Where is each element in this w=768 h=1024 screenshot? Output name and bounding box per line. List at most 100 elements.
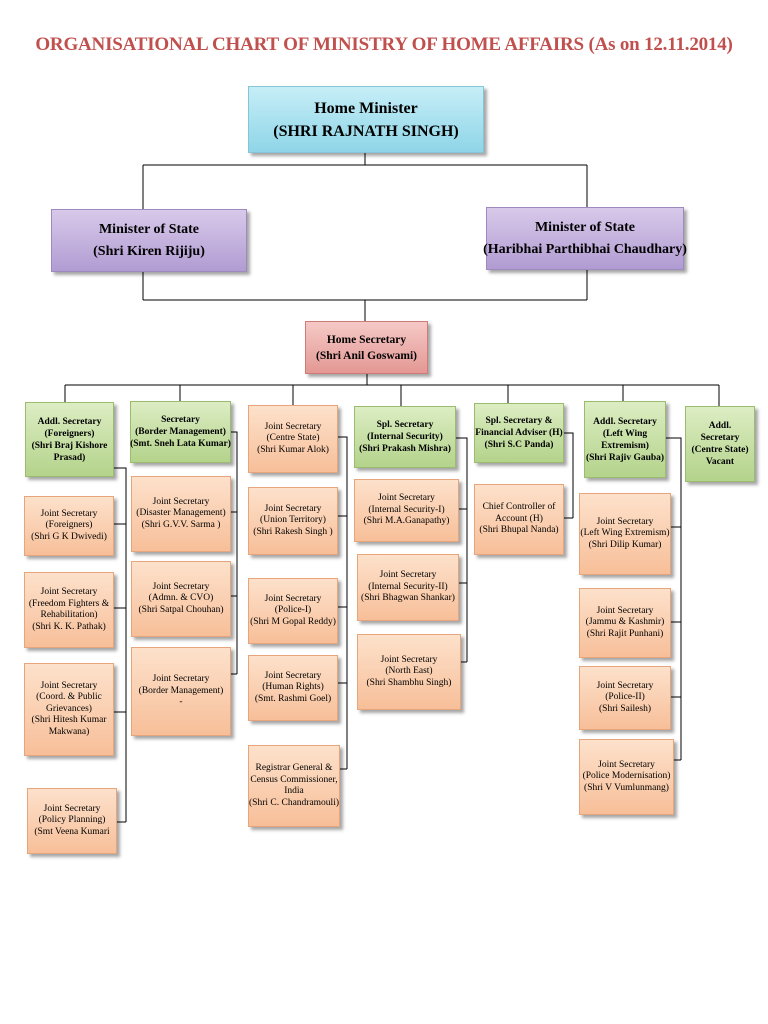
- box-text-line: (Police Modernisation): [582, 771, 671, 782]
- box-text-line: (Internal Security): [367, 432, 443, 442]
- box-text-line: (Shri V Vumlunmang): [584, 782, 669, 793]
- minister-of-state-chaudhary-box: Minister of State (Haribhai Parthibhai Ch…: [483, 207, 687, 270]
- connector-is-group: [456, 437, 468, 663]
- box-text-line: Vacant: [705, 457, 735, 467]
- box-text-line: Joint Secretary: [379, 570, 437, 581]
- connector-mos-home-secretary: [142, 270, 588, 321]
- registrar-general-box: Registrar General &Census Commissioner,I…: [248, 745, 340, 827]
- box-text-line: Financial Adviser (H): [475, 428, 563, 438]
- connector-lwe-group: [666, 437, 682, 761]
- box-text-line: Joint Secretary: [264, 593, 322, 604]
- box-text-line: Addl. Secretary: [593, 416, 657, 427]
- box-text-line: Grievances): [46, 703, 92, 714]
- box-text-line: (Shri Rajiv Gauba): [585, 452, 665, 463]
- js-police-2-box: Joint Secretary(Police-II)(Shri Sailesh): [579, 666, 671, 730]
- box-text-line: (Shri Prakash Mishra): [359, 444, 451, 454]
- box-text-line: Rehabilitation): [40, 610, 98, 620]
- box-text-line: Secretary: [161, 415, 200, 425]
- connector-home-secretary-secretaries: [64, 374, 720, 406]
- js-border-management-box: Joint Secretary(Border Management)-: [131, 647, 231, 736]
- box-text-line: Extremism): [601, 440, 649, 451]
- box-text-line: (Foreigners): [44, 428, 95, 439]
- box-text-line: (Human Rights): [262, 682, 324, 693]
- box-text-line: (Shri G K Dwivedi): [31, 531, 107, 542]
- box-text-line: Joint Secretary: [598, 759, 655, 770]
- minister-of-state-rijiju-box: Minister of State(Shri Kiren Rijiju): [51, 209, 247, 272]
- box-text-line: (Shri Shambhu Singh): [366, 677, 452, 688]
- js-internal-security-2-box: Joint Secretary(Internal Security-II)(Sh…: [357, 554, 459, 621]
- spl-secretary-financial-adviser-box: Spl. Secretary &Financial Adviser (H)(Sh…: [474, 403, 564, 463]
- box-text-line: (Border Management): [138, 685, 224, 696]
- box-text-line: Makwana): [48, 726, 90, 737]
- box-text-line: Joint Secretary: [380, 654, 438, 665]
- box-text-line: Account (H): [495, 513, 543, 524]
- box-text-line: Joint Secretary: [264, 421, 322, 432]
- js-north-east-box: Joint Secretary(North East)(Shri Shambhu…: [357, 634, 461, 710]
- chart-title: ORGANISATIONAL CHART OF MINISTRY OF HOME…: [35, 34, 733, 55]
- box-text-line: Joint Secretary: [596, 516, 654, 527]
- addl-secretary-foreigners-box: Addl. Secretary(Foreigners)(Shri Braj Ki…: [25, 402, 114, 477]
- box-text-line: Joint Secretary: [43, 803, 101, 814]
- js-police-modernisation-box: Joint Secretary(Police Modernisation)(Sh…: [579, 739, 674, 815]
- box-text-line: Joint Secretary: [152, 496, 210, 507]
- box-text-line: (Internal Security-II): [368, 581, 448, 592]
- box-text-line: Minister of State: [534, 219, 636, 235]
- box-text-line: Registrar General &: [255, 763, 333, 773]
- box-text-line: Joint Secretary: [40, 508, 98, 519]
- box-text-line: Home Minister: [314, 99, 418, 117]
- box-text-line: (Disaster Management): [136, 508, 226, 519]
- box-text-line: (Policy Planning): [38, 815, 106, 826]
- box-text-line: Spl. Secretary: [376, 420, 434, 430]
- box-text-line: Addl. Secretary: [37, 416, 102, 427]
- connector-border-group: [231, 431, 238, 675]
- js-admn-cvo-box: Joint Secretary(Admn. & CVO)(Shri Satpal…: [131, 561, 231, 637]
- box-text-line: (Shri Sailesh): [599, 703, 651, 714]
- box-text-line: (Freedom Fighters &: [28, 598, 110, 609]
- box-text-line: Chief Controller of: [482, 502, 556, 513]
- addl-secretary-centre-state-box: Addl.Secretary(Centre State)Vacant: [685, 406, 755, 482]
- box-text-line: (Police-II): [605, 692, 645, 703]
- box-text-line: Joint Secretary: [152, 674, 210, 685]
- js-centre-state-box: Joint Secretary(Centre State)(Shri Kumar…: [248, 405, 338, 473]
- box-text-line: Joint Secretary: [264, 670, 322, 681]
- box-text-line: Joint Secretary: [378, 493, 435, 504]
- box-text-line: (Shri C. Chandramouli): [249, 797, 339, 808]
- box-text-line: Addl.: [708, 421, 732, 431]
- box-text-line: (Shri Rajit Punhani): [586, 628, 664, 639]
- box-text-line: (Shri Hitesh Kumar: [31, 715, 107, 726]
- box-text-line: (Jammu & Kashmir): [585, 617, 665, 628]
- box-text-line: (Shri Anil Goswami): [316, 349, 417, 362]
- box-text-line: (Shri Dilip Kumar): [588, 539, 662, 550]
- connector-centre-group: [338, 436, 348, 770]
- js-freedom-fighters-box: Joint Secretary(Freedom Fighters &Rehabi…: [24, 572, 114, 648]
- box-text-line: (Haribhai Parthibhai Chaudhary): [483, 241, 687, 257]
- js-internal-security-1-box: Joint Secretary(Internal Security-I)(Shr…: [354, 479, 459, 542]
- box-text-line: (Centre State): [266, 433, 320, 444]
- connector-fa-group: [564, 432, 574, 519]
- js-police-1-box: Joint Secretary(Police-I)(Shri M Gopal R…: [248, 578, 338, 644]
- box-text-line: -: [179, 697, 183, 708]
- box-text-line: Joint Secretary: [596, 680, 654, 691]
- box-text-line: India: [284, 786, 304, 796]
- box-text-line: Joint Secretary: [596, 605, 654, 616]
- box-text-line: (Coord. & Public: [36, 692, 102, 703]
- box-text-line: (Smt Veena Kumari: [34, 826, 110, 837]
- js-disaster-management-box: Joint Secretary(Disaster Management)(Shr…: [131, 476, 231, 552]
- box-text-line: (Shri G.V.V. Sarma ): [141, 519, 221, 530]
- box-text-line: (Shri K. K. Pathak): [32, 621, 106, 632]
- box-text-line: (Union Territory): [260, 515, 326, 526]
- js-foreigners-box: Joint Secretary(Foreigners)(Shri G K Dwi…: [24, 496, 114, 556]
- box-text-line: Prasad): [53, 452, 86, 463]
- box-text-line: (Shri Kumar Alok): [257, 444, 329, 455]
- connector-minister-mos: [142, 153, 588, 209]
- box-text-line: (Left Wing Extremism): [580, 528, 670, 539]
- home-secretary-box: Home Secretary(Shri Anil Goswami): [305, 321, 428, 374]
- box-text-line: Spl. Secretary &: [485, 416, 553, 426]
- box-text-line: (Shri M.A.Ganapathy): [363, 516, 450, 527]
- box-text-line: (Foreigners): [45, 520, 93, 531]
- js-left-wing-extremism-box: Joint Secretary(Left Wing Extremism)(Shr…: [579, 493, 671, 575]
- js-human-rights-box: Joint Secretary(Human Rights)(Smt. Rashm…: [248, 655, 338, 721]
